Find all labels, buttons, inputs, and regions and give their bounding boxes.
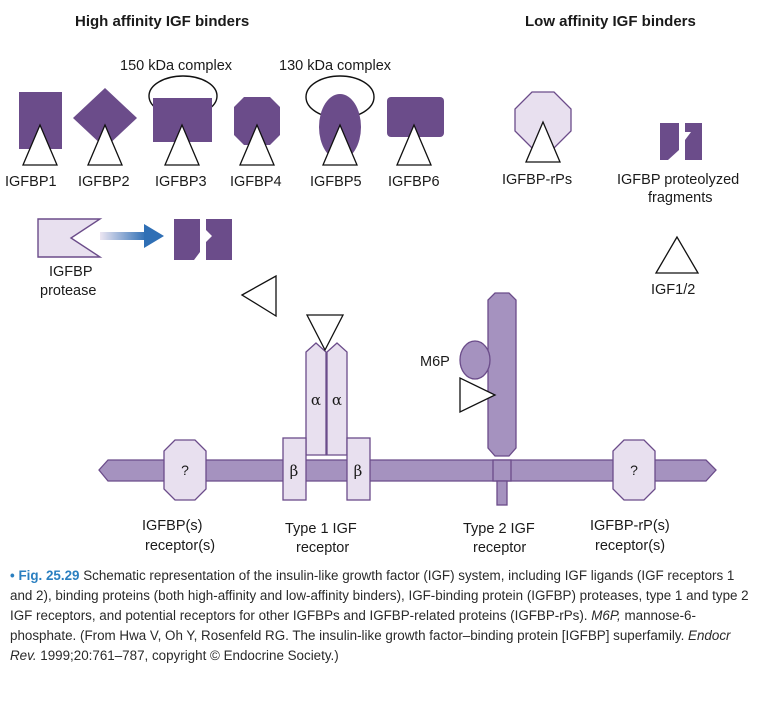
low-affinity-header: Low affinity IGF binders xyxy=(525,13,696,30)
protease-label-line2: protease xyxy=(40,283,96,299)
igf-system-diagram: High affinity IGF binders Low affinity I… xyxy=(5,13,739,556)
igfbp-rps-label: IGFBP-rPs xyxy=(502,172,572,188)
igf1-2-label: IGF1/2 xyxy=(651,282,695,298)
igfbp-protease-shape xyxy=(37,218,103,258)
m6p-site xyxy=(459,340,491,380)
type2-receptor-shape xyxy=(459,292,517,506)
igfbp-receptor-label-line1: IGFBP(s) xyxy=(142,518,202,534)
caption-text-b: mannose-6-phosphate. (From Hwa V, Oh Y, … xyxy=(10,608,696,643)
protease-arrow xyxy=(100,224,164,248)
igfbp5-label: IGFBP5 xyxy=(310,174,362,190)
type2-label-line1: Type 2 IGF xyxy=(463,521,535,537)
igfbp5-shape xyxy=(319,94,361,166)
igfbp3-shape xyxy=(153,98,212,166)
igfbp-receptor-question: ? xyxy=(181,462,189,478)
igfbp-rp-receptor-question: ? xyxy=(630,462,638,478)
type1-beta-left: β xyxy=(290,462,299,480)
igf1-2-triangle xyxy=(654,235,700,274)
rp-receptor-label-line1: IGFBP-rP(s) xyxy=(590,518,670,534)
proteolyzed-fragments-shape xyxy=(660,123,702,160)
igfbp6-label: IGFBP6 xyxy=(388,174,440,190)
igfbp3-label: IGFBP3 xyxy=(155,174,207,190)
type2-bound-igf-triangle xyxy=(459,376,497,414)
protease-fragments-shape xyxy=(174,219,232,260)
free-igf-ligand-triangle xyxy=(240,274,277,318)
complex-150-label: 150 kDa complex xyxy=(120,58,233,74)
caption-bullet: • xyxy=(10,568,15,583)
protease-label-line1: IGFBP xyxy=(49,264,93,280)
type1-receptor-shape xyxy=(282,314,371,501)
igfbp4-shape xyxy=(234,97,280,166)
igfbp-receptor-label-line2: receptor(s) xyxy=(145,538,215,554)
type1-label-line1: Type 1 IGF xyxy=(285,521,357,537)
fragments-label-line1: IGFBP proteolyzed xyxy=(617,172,739,188)
figure-caption: • Fig. 25.29 Schematic representation of… xyxy=(10,566,758,666)
cell-membrane xyxy=(98,459,717,482)
high-affinity-header: High affinity IGF binders xyxy=(75,13,249,30)
igfbp-receptor-shape xyxy=(163,439,207,501)
m6p-label: M6P xyxy=(420,354,450,370)
igfbp2-shape xyxy=(73,88,137,166)
type2-label-line2: receptor xyxy=(473,540,526,556)
caption-journal: Endocr Rev. xyxy=(10,628,731,663)
igfbp1-label: IGFBP1 xyxy=(5,174,57,190)
caption-text-c: 1999;20:761–787, copyright © Endocrine S… xyxy=(36,648,339,663)
fragments-label-line2: fragments xyxy=(648,190,712,206)
type1-alpha-left: α xyxy=(311,391,321,409)
type1-alpha-right: α xyxy=(332,391,342,409)
igfbp4-label: IGFBP4 xyxy=(230,174,282,190)
caption-m6p: M6P, xyxy=(591,608,621,623)
caption-figure-label: Fig. 25.29 xyxy=(18,568,80,583)
igfbp2-label: IGFBP2 xyxy=(78,174,130,190)
type1-label-line2: receptor xyxy=(296,540,349,556)
igfbp-rps-shape xyxy=(514,91,572,163)
caption-text-a: Schematic representation of the insulin-… xyxy=(10,568,749,623)
type1-bound-igf-triangle xyxy=(305,314,345,352)
complex-130-label: 130 kDa complex xyxy=(279,58,392,74)
igfbp1-shape xyxy=(19,92,62,166)
igfbp-rp-receptor-shape xyxy=(612,439,656,501)
igfbp6-shape xyxy=(387,97,444,166)
type1-beta-right: β xyxy=(354,462,363,480)
rp-receptor-label-line2: receptor(s) xyxy=(595,538,665,554)
